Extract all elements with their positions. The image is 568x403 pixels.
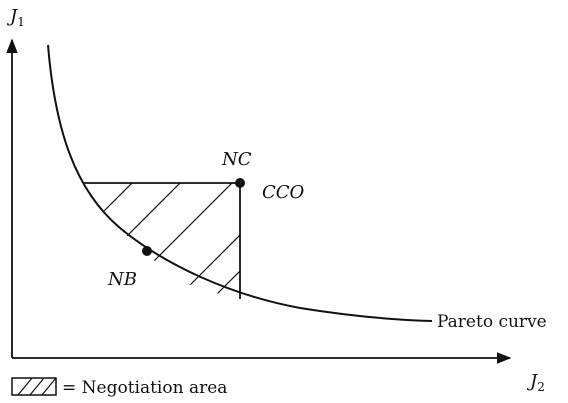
y-axis-label: J1 bbox=[6, 6, 25, 29]
nb-label: NB bbox=[107, 269, 137, 290]
x-axis-label: J2 bbox=[526, 371, 545, 394]
nc-label: NC bbox=[221, 149, 252, 170]
legend-text: = Negotiation area bbox=[62, 378, 227, 398]
y-axis-subscript: 1 bbox=[17, 15, 25, 29]
cco-label: CCO bbox=[262, 182, 305, 203]
negotiation-hatching bbox=[99, 183, 240, 297]
legend-hatch-swatch bbox=[11, 377, 57, 396]
pareto-curve-label: Pareto curve bbox=[437, 312, 547, 332]
nc-point bbox=[235, 178, 245, 188]
pareto-curve bbox=[47, 44, 433, 322]
legend: = Negotiation area bbox=[11, 377, 227, 398]
x-axis-subscript: 2 bbox=[537, 380, 545, 394]
nb-point bbox=[142, 246, 152, 256]
